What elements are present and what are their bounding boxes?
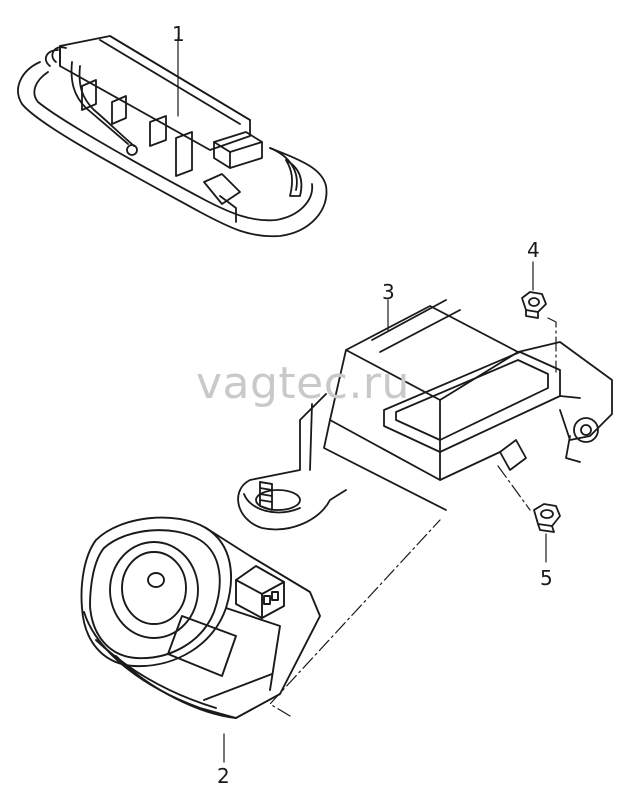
assembly-line-nut-5 bbox=[497, 465, 531, 511]
label-3: 3 bbox=[382, 280, 395, 304]
part-4-nut bbox=[521, 291, 547, 319]
part-3-bracket bbox=[237, 299, 613, 531]
assembly-line-nut-4 bbox=[547, 317, 557, 373]
label-1: 1 bbox=[172, 22, 185, 46]
label-2: 2 bbox=[217, 764, 230, 788]
assembly-lines bbox=[269, 317, 557, 717]
part-5-nut bbox=[533, 503, 561, 533]
leader-lines bbox=[177, 37, 547, 763]
assembly-line-horn bbox=[269, 519, 441, 717]
watermark: vagtec.ru bbox=[196, 358, 410, 409]
label-4: 4 bbox=[527, 238, 540, 262]
part-1-control-unit bbox=[17, 35, 328, 238]
part-2-horn bbox=[80, 516, 321, 719]
label-5: 5 bbox=[540, 566, 553, 590]
